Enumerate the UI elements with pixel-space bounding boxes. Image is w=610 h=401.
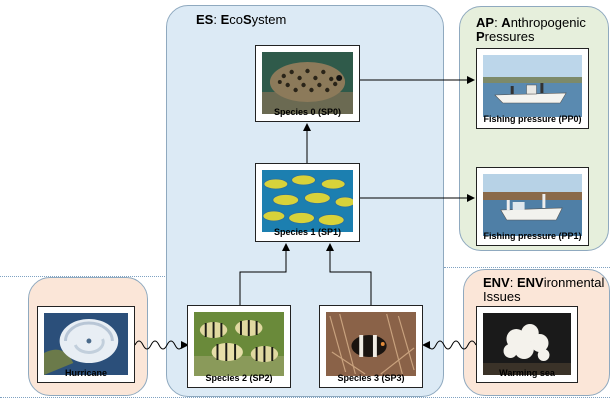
region-divider-right	[444, 267, 610, 268]
anthropogenic-title: AP: Anthropogenic Pressures	[476, 15, 586, 44]
node-species-1: Species 1 (SP1)	[255, 163, 360, 242]
node-species-0: Species 0 (SP0)	[255, 45, 360, 122]
fishing-boat-photo	[483, 174, 582, 236]
region-divider-left	[0, 276, 165, 277]
node-label: Fishing pressure (PP1)	[483, 231, 582, 241]
node-species-3: Species 3 (SP3)	[319, 305, 423, 388]
region-divider-bottom	[0, 397, 610, 398]
node-hurricane: Hurricane	[37, 306, 135, 383]
node-fishing-pressure-1: Fishing pressure (PP1)	[476, 167, 589, 246]
ecosystem-title: ES: EcoSystem	[196, 12, 287, 27]
node-warming-sea: Warming sea	[476, 306, 578, 383]
fishing-boat-photo	[483, 55, 582, 117]
yellow-fish-school-photo	[262, 170, 353, 232]
environmental-title: ENV: ENVironmental Issues	[483, 275, 605, 304]
striped-fish-photo	[194, 312, 284, 376]
node-label: Species 0 (SP0)	[273, 107, 342, 117]
node-label: Species 3 (SP3)	[337, 373, 405, 383]
node-label: Fishing pressure (PP0)	[483, 114, 582, 124]
node-label: Hurricane	[64, 368, 108, 378]
bleached-coral-photo	[483, 313, 571, 375]
node-label: Species 2 (SP2)	[205, 373, 273, 383]
node-species-2: Species 2 (SP2)	[187, 305, 291, 388]
node-label: Warming sea	[499, 368, 555, 378]
node-fishing-pressure-0: Fishing pressure (PP0)	[476, 48, 589, 129]
clownfish-photo	[326, 312, 416, 376]
grouper-fish-photo	[262, 52, 353, 114]
hurricane-satellite-photo	[44, 313, 128, 375]
node-label: Species 1 (SP1)	[273, 227, 342, 237]
